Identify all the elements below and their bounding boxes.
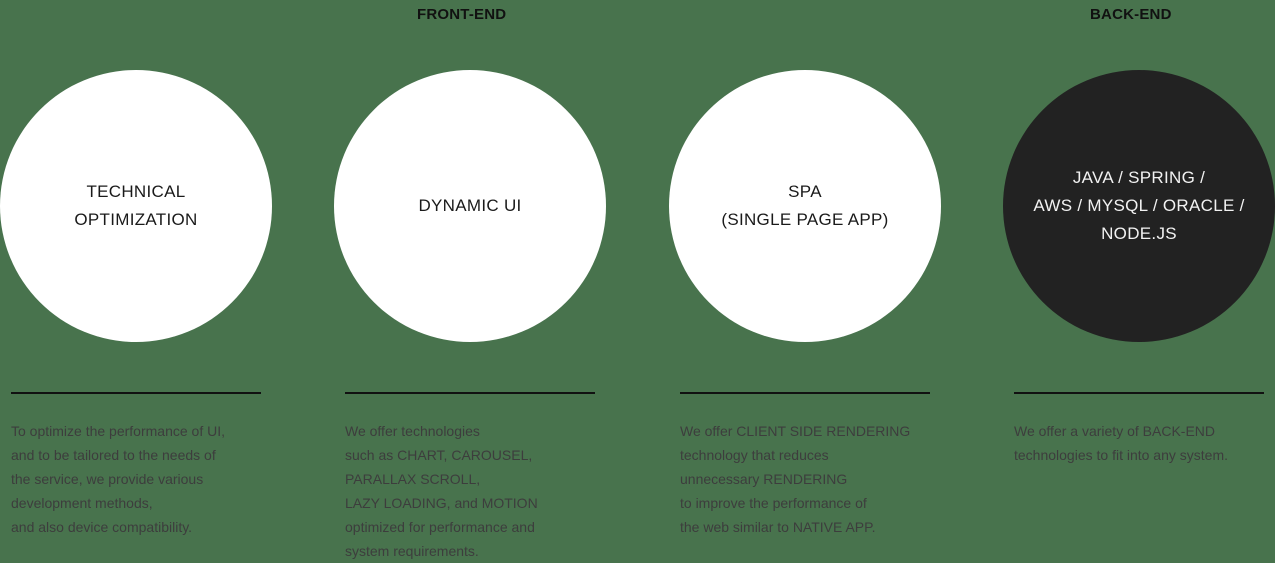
circle-spa: SPA (SINGLE PAGE APP) xyxy=(669,70,941,342)
divider xyxy=(1014,392,1264,394)
description-dynamic-ui: We offer technologies such as CHART, CAR… xyxy=(345,423,538,559)
divider xyxy=(680,392,930,394)
divider xyxy=(11,392,261,394)
circle-technical-optimization: TECHNICAL OPTIMIZATION xyxy=(0,70,272,342)
divider xyxy=(345,392,595,394)
description-spa: We offer CLIENT SIDE RENDERING technolog… xyxy=(680,423,911,535)
circle-back-end: JAVA / SPRING / AWS / MYSQL / ORACLE / N… xyxy=(1003,70,1275,342)
description-technical-optimization: To optimize the performance of UI, and t… xyxy=(11,423,225,535)
circle-dynamic-ui: DYNAMIC UI xyxy=(334,70,606,342)
label-front-end: FRONT-END xyxy=(417,6,507,23)
label-back-end: BACK-END xyxy=(1090,6,1172,23)
description-back-end: We offer a variety of BACK-END technolog… xyxy=(1014,423,1228,463)
